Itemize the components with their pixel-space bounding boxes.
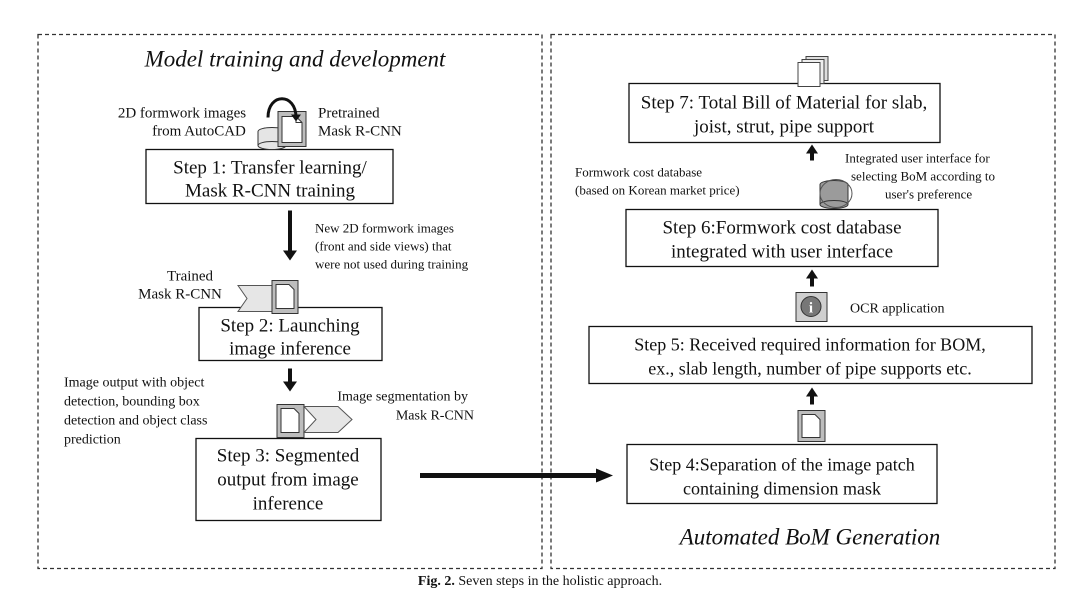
svg-text:Step 4:Separation of the image: Step 4:Separation of the image patch (649, 455, 914, 475)
note-segmentation: Image segmentation by Mask R-CNN (337, 390, 474, 424)
arrow-step6-to-step7 (806, 144, 818, 161)
arrow-step4-to-step5 (806, 387, 818, 405)
step3-box: Step 3: Segmented output from image infe… (195, 437, 382, 522)
document-icon-pretrained (277, 111, 307, 147)
svg-text:i: i (809, 301, 813, 317)
loop-arrow-icon (266, 97, 301, 122)
svg-text:2D formwork images: 2D formwork images (118, 106, 246, 122)
svg-text:Pretrained: Pretrained (318, 106, 380, 122)
document-icon-step4 (797, 410, 826, 442)
svg-text:joist, strut, pipe support: joist, strut, pipe support (693, 117, 875, 138)
svg-text:Trained: Trained (167, 269, 214, 285)
step1-box: Step 1: Transfer learning/ Mask R-CNN tr… (145, 148, 394, 205)
svg-text:detection and object class: detection and object class (64, 414, 207, 429)
right-panel (550, 33, 1056, 570)
note-cost-db: Formwork cost database (based on Korean … (575, 165, 740, 198)
svg-text:detection, bounding box: detection, bounding box (64, 395, 200, 410)
svg-text:Image segmentation by: Image segmentation by (337, 390, 468, 405)
step5-box: Step 5: Received required information fo… (588, 325, 1033, 385)
svg-text:prediction: prediction (64, 433, 121, 448)
svg-text:from AutoCAD: from AutoCAD (152, 124, 246, 140)
step7-box: Step 7: Total Bill of Material for slab,… (628, 82, 941, 144)
note-image-output: Image output with object detection, boun… (64, 376, 207, 448)
svg-text:selecting BoM according to: selecting BoM according to (851, 169, 995, 184)
note-2d-images: 2D formwork images from AutoCAD (118, 106, 246, 140)
svg-text:Integrated user interface for: Integrated user interface for (845, 151, 990, 166)
svg-text:Step 3: Segmented: Step 3: Segmented (217, 446, 360, 467)
left-panel (37, 33, 543, 570)
svg-text:Formwork cost database: Formwork cost database (575, 165, 702, 180)
svg-text:Mask R-CNN: Mask R-CNN (138, 287, 222, 303)
arrow-step3-to-step4 (420, 468, 613, 483)
svg-text:(front and side views) that: (front and side views) that (315, 239, 452, 254)
svg-text:Step 1: Transfer learning/: Step 1: Transfer learning/ (173, 158, 367, 179)
note-ocr: OCR application (850, 302, 945, 317)
note-ui: Integrated user interface for selecting … (845, 151, 995, 202)
svg-text:Image output with object: Image output with object (64, 376, 204, 391)
info-icon: i (795, 292, 828, 322)
trained-model-icon (237, 280, 299, 314)
step4-box: Step 4:Separation of the image patch con… (626, 443, 938, 505)
svg-text:ex., slab length, number of pi: ex., slab length, number of pipe support… (648, 359, 971, 379)
note-new-images: New 2D formwork images (front and side v… (315, 221, 469, 272)
svg-text:image inference: image inference (229, 339, 351, 360)
caption-text: Seven steps in the holistic approach. (454, 574, 663, 589)
left-panel-title: Model training and development (144, 47, 446, 72)
svg-text:inference: inference (253, 494, 324, 515)
svg-text:Mask R-CNN training: Mask R-CNN training (185, 181, 355, 202)
svg-text:were not used during training: were not used during training (315, 257, 469, 272)
segmentation-icon (276, 404, 353, 438)
database-icon-cost (819, 179, 853, 209)
svg-text:Step 2: Launching: Step 2: Launching (220, 316, 360, 337)
svg-text:output from image: output from image (217, 470, 358, 491)
svg-text:New 2D formwork images: New 2D formwork images (315, 221, 454, 236)
svg-text:Step 5: Received required info: Step 5: Received required information fo… (634, 335, 985, 355)
arrow-step2-to-step3 (283, 368, 297, 392)
svg-text:(based on Korean market price): (based on Korean market price) (575, 183, 740, 198)
svg-text:Step 7: Total Bill of Material: Step 7: Total Bill of Material for slab, (641, 93, 927, 114)
svg-text:containing dimension mask: containing dimension mask (683, 479, 881, 499)
arrow-step5-to-step6 (806, 269, 818, 287)
svg-text:Mask R-CNN: Mask R-CNN (396, 409, 474, 424)
figure-caption: Fig. 2. Seven steps in the holistic appr… (0, 574, 1080, 590)
svg-text:Mask R-CNN: Mask R-CNN (318, 124, 402, 140)
note-trained: Trained Mask R-CNN (138, 269, 222, 303)
document-stack-icon (797, 56, 829, 87)
step2-box: Step 2: Launching image inference (198, 306, 383, 362)
svg-text:integrated with user interface: integrated with user interface (671, 242, 893, 263)
right-panel-title: Automated BoM Generation (678, 525, 941, 550)
arrow-step1-to-step2 (283, 210, 297, 261)
caption-label: Fig. 2. (417, 574, 455, 589)
step6-box: Step 6:Formwork cost database integrated… (625, 208, 939, 268)
note-pretrained: Pretrained Mask R-CNN (318, 106, 402, 140)
svg-text:Step 6:Formwork cost database: Step 6:Formwork cost database (662, 218, 901, 239)
svg-text:user's preference: user's preference (885, 187, 972, 202)
